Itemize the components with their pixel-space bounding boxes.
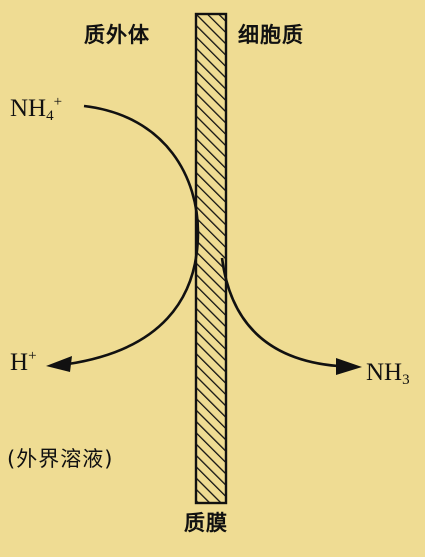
proton-arrowhead <box>46 356 72 372</box>
cytoplasm-label: 细胞质 <box>238 23 304 47</box>
ammonia-label: NH3 <box>366 359 410 388</box>
ammonium-label: NH4+ <box>10 94 63 124</box>
ammonium-to-proton-arrow <box>67 104 200 366</box>
ammonia-arrowhead <box>336 358 362 375</box>
proton-label: H+ <box>10 348 37 376</box>
membrane-label: 质膜 <box>184 511 228 535</box>
ammonia-diffusion-arrow <box>220 257 339 368</box>
exoplasm-label: 质外体 <box>84 23 150 47</box>
external-solution-label: (外界溶液) <box>7 447 114 471</box>
